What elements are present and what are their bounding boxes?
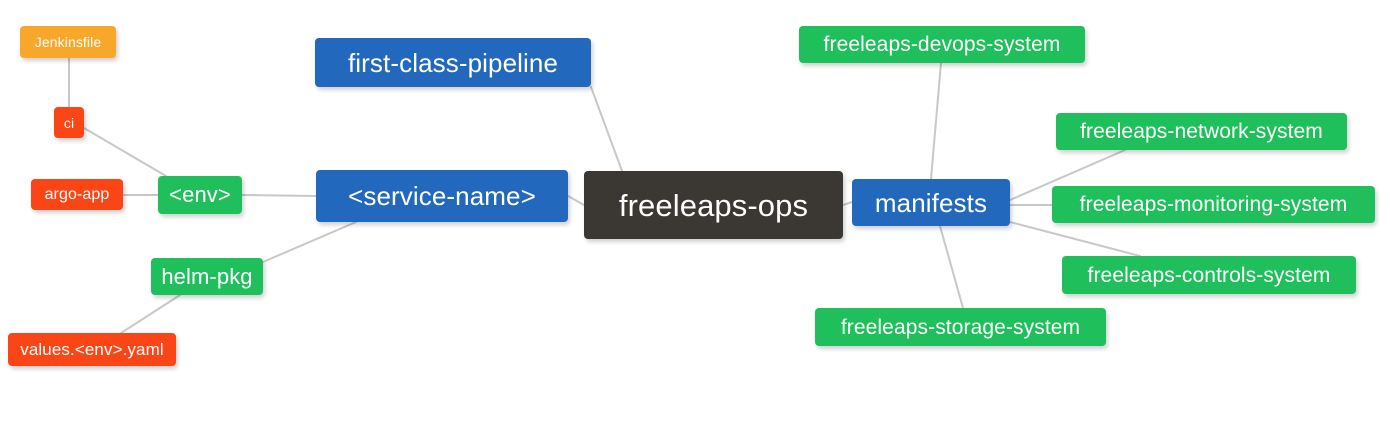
edge-manifests-to-freeleaps-controls-system bbox=[1009, 221, 1141, 257]
node-freeleaps-controls-system[interactable]: freeleaps-controls-system bbox=[1062, 256, 1356, 294]
node-freeleaps-network-system[interactable]: freeleaps-network-system bbox=[1056, 113, 1347, 150]
edge-service-name-to-helm-pkg bbox=[262, 221, 357, 263]
node-ci[interactable]: ci bbox=[54, 107, 84, 138]
edge-freeleaps-ops-to-manifests bbox=[842, 201, 853, 206]
edge-freeleaps-ops-to-first-class-pipeline bbox=[590, 86, 623, 172]
node-jenkinsfile[interactable]: Jenkinsfile bbox=[20, 26, 116, 58]
node-env[interactable]: <env> bbox=[158, 176, 242, 214]
node-freeleaps-ops[interactable]: freeleaps-ops bbox=[584, 171, 843, 239]
node-service-name[interactable]: <service-name> bbox=[316, 170, 568, 222]
node-first-class-pipeline[interactable]: first-class-pipeline bbox=[315, 38, 591, 87]
node-freeleaps-monitoring-system[interactable]: freeleaps-monitoring-system bbox=[1052, 186, 1375, 223]
edge-freeleaps-ops-to-service-name bbox=[567, 195, 585, 206]
node-freeleaps-devops-system[interactable]: freeleaps-devops-system bbox=[799, 26, 1085, 63]
node-manifests[interactable]: manifests bbox=[852, 179, 1010, 226]
edge-manifests-to-freeleaps-devops-system bbox=[930, 62, 942, 180]
node-freeleaps-storage-system[interactable]: freeleaps-storage-system bbox=[815, 308, 1106, 346]
edge-service-name-to-env bbox=[241, 194, 317, 197]
edge-helm-pkg-to-values-yaml bbox=[120, 294, 181, 334]
node-values-yaml[interactable]: values.<env>.yaml bbox=[8, 333, 176, 366]
edge-manifests-to-freeleaps-storage-system bbox=[939, 225, 964, 309]
node-argo-app[interactable]: argo-app bbox=[31, 179, 123, 210]
node-helm-pkg[interactable]: helm-pkg bbox=[151, 258, 263, 295]
edge-env-to-ci bbox=[83, 127, 167, 177]
